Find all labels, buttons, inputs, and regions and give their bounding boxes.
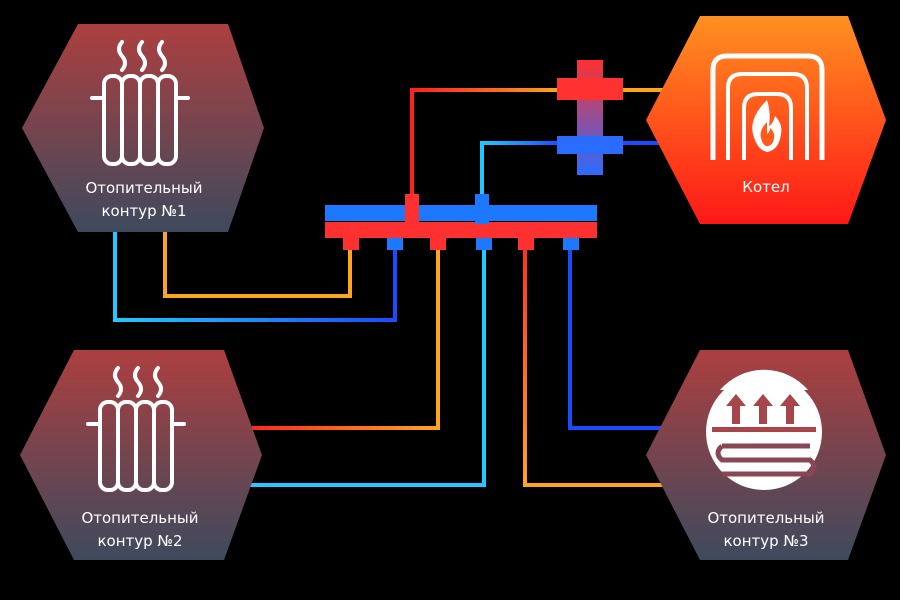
underfloor-heating-icon — [706, 369, 822, 490]
pipe-manifold-return-riser — [480, 141, 560, 210]
circuit1-label-line1: Отопительный — [85, 179, 202, 197]
pipe-circuit1-supply — [163, 228, 352, 298]
pipe-circuit1-return — [113, 228, 397, 322]
pipe-manifold-supply-riser — [410, 88, 560, 210]
circuit2-label-line2: контур №2 — [97, 532, 182, 550]
circuit2-label-line1: Отопительный — [81, 509, 198, 527]
radiator-icon — [86, 366, 186, 492]
circuit3-label-line2: контур №3 — [723, 532, 808, 550]
pipe-circuit3-supply — [523, 248, 668, 487]
circuit2-node: Отопительный контур №2 — [20, 350, 262, 560]
pipe-circuit2-supply — [240, 248, 440, 430]
boiler-label: Котел — [742, 178, 789, 196]
circuit3-label-line1: Отопительный — [707, 509, 824, 527]
pipe-circuit3-return — [568, 248, 668, 430]
manifold — [325, 194, 597, 250]
circuit3-node: Отопительный контур №3 — [646, 350, 886, 560]
radiator-icon — [90, 40, 190, 166]
pipe-circuit2-return — [240, 248, 486, 487]
hydraulic-separator — [557, 60, 623, 175]
boiler-node: Котел — [646, 16, 886, 224]
pipes — [113, 88, 668, 487]
circuit1-node: Отопительный контур №1 — [22, 24, 264, 232]
circuit1-label-line2: контур №1 — [101, 202, 186, 220]
boiler-flame-icon — [710, 53, 825, 160]
